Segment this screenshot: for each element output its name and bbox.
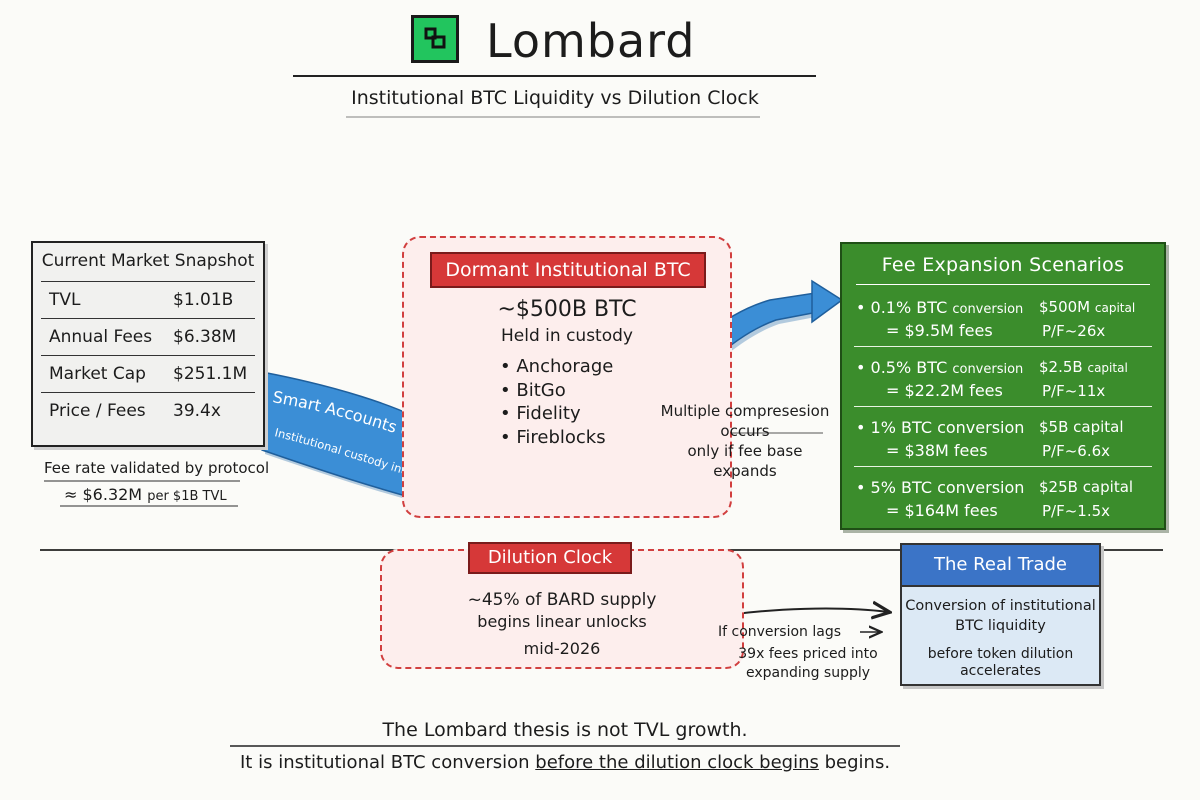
real-trade-main: Conversion of institutional BTC liquidit… <box>902 596 1099 636</box>
compression-line-1: Multiple compresesion <box>660 402 830 420</box>
snapshot-row: Annual Fees $6.38M <box>41 319 255 356</box>
snapshot-label: TVL <box>49 290 81 310</box>
snapshot-table: TVL $1.01B Annual Fees $6.38M Market Cap… <box>41 281 255 429</box>
scenario-capital: $500M capital <box>1039 298 1136 316</box>
lombard-logo-icon <box>411 15 459 63</box>
real-trade-line-3: before token dilution <box>927 646 1074 662</box>
dilution-unlocks: begins linear unlocks <box>477 612 647 631</box>
scenario-pct: • 1% BTC conversion <box>856 418 1025 437</box>
scenario-pf: P/F~26x <box>1042 322 1106 340</box>
dormant-btc-title: Dormant Institutional BTC <box>430 252 706 288</box>
flow-arrowhead <box>811 279 844 324</box>
scenario-capital: $2.5B capital <box>1039 358 1128 376</box>
scenario-fees: = $164M fees <box>886 501 998 520</box>
snapshot-row: TVL $1.01B <box>41 282 255 319</box>
scenario-pct: • 5% BTC conversion <box>856 478 1025 497</box>
snapshot-value: $251.1M <box>173 364 248 384</box>
scenario-pf: P/F~6.6x <box>1042 442 1111 460</box>
snapshot-label: Annual Fees <box>49 327 153 347</box>
fee-rate-note: Fee rate validated by protocol <box>44 459 270 477</box>
real-trade-line-1: Conversion of institutional <box>905 598 1096 614</box>
snapshot-value: $1.01B <box>173 290 234 310</box>
logo-glyph <box>424 27 446 49</box>
snapshot-row: Price / Fees 39.4x <box>41 393 255 429</box>
fee-rate-value: ≈ $6.32M per $1B TVL <box>64 485 227 504</box>
scenario-capital: $5B capital <box>1039 418 1124 436</box>
scenario-fees: = $38M fees <box>886 441 988 460</box>
fee-scenarios-title-rule <box>856 284 1150 285</box>
lag-line-3: expanding supply <box>745 665 871 681</box>
scenario-fees: = $22.2M fees <box>886 381 1003 400</box>
dilution-clock-title: Dilution Clock <box>468 542 632 574</box>
brand-title: Lombard <box>486 14 696 68</box>
snapshot-title: Current Market Snapshot <box>41 251 255 271</box>
thesis-line-2b: begins. <box>818 752 891 773</box>
snapshot-value: 39.4x <box>173 401 221 421</box>
thesis-line-2a: It is institutional BTC conversion <box>240 752 536 773</box>
lag-note-detail: 39x fees priced into expanding supply <box>738 645 878 683</box>
compression-line-2: occurs <box>720 422 770 440</box>
scenario-pf: P/F~11x <box>1042 382 1106 400</box>
custodian-item: Fireblocks <box>500 426 613 450</box>
scenario-capital: $25B capital <box>1039 478 1134 496</box>
scenario-divider <box>854 346 1152 347</box>
real-trade-title: The Real Trade <box>902 545 1099 587</box>
scenario-divider <box>854 466 1152 467</box>
real-trade-line-4: accelerates <box>960 663 1041 679</box>
market-snapshot-panel: Current Market Snapshot TVL $1.01B Annua… <box>31 241 265 447</box>
compression-line-3: only if fee base expands <box>687 442 803 480</box>
dormant-btc-held: Held in custody <box>501 326 633 346</box>
snapshot-label: Market Cap <box>49 364 146 384</box>
thesis-line-2-underlined: before the dilution clock begins <box>535 752 819 773</box>
scenario-pct: • 0.5% BTC conversion <box>856 358 1024 377</box>
thesis-line-2: It is institutional BTC conversion befor… <box>240 752 890 773</box>
lag-line-2: 39x fees priced into <box>738 646 878 662</box>
dilution-supply: ~45% of BARD supply <box>467 590 657 610</box>
real-trade-panel: The Real Trade Conversion of institution… <box>900 543 1101 686</box>
fee-scenarios-title: Fee Expansion Scenarios <box>881 254 1125 276</box>
scenario-fees: = $9.5M fees <box>886 321 993 340</box>
fee-rate-main: ≈ $6.32M <box>64 485 143 504</box>
custodian-list: Anchorage BitGo Fidelity Fireblocks <box>500 355 613 449</box>
compression-note: Multiple compresesion occurs only if fee… <box>655 401 835 481</box>
real-trade-line-2: BTC liquidity <box>955 618 1046 634</box>
custodian-item: BitGo <box>500 379 613 403</box>
page-subtitle: Institutional BTC Liquidity vs Dilution … <box>351 87 759 109</box>
real-trade-sub: before token dilution accelerates <box>902 646 1099 680</box>
scenario-pct: • 0.1% BTC conversion <box>856 298 1024 317</box>
dormant-btc-amount: ~$500B BTC <box>497 297 637 322</box>
snapshot-label: Price / Fees <box>49 401 146 421</box>
fee-scenarios-panel: Fee Expansion Scenarios • 0.1% BTC conve… <box>840 242 1166 530</box>
scenario-divider <box>854 406 1152 407</box>
dilution-date: mid-2026 <box>523 639 601 658</box>
custodian-item: Anchorage <box>500 355 613 379</box>
snapshot-row: Market Cap $251.1M <box>41 356 255 393</box>
lag-note: If conversion lags <box>718 624 842 640</box>
thesis-line-1: The Lombard thesis is not TVL growth. <box>382 719 748 741</box>
snapshot-value: $6.38M <box>173 327 237 347</box>
custodian-item: Fidelity <box>500 402 613 426</box>
scenario-pf: P/F~1.5x <box>1042 502 1111 520</box>
fee-rate-unit: per $1B TVL <box>147 489 227 504</box>
